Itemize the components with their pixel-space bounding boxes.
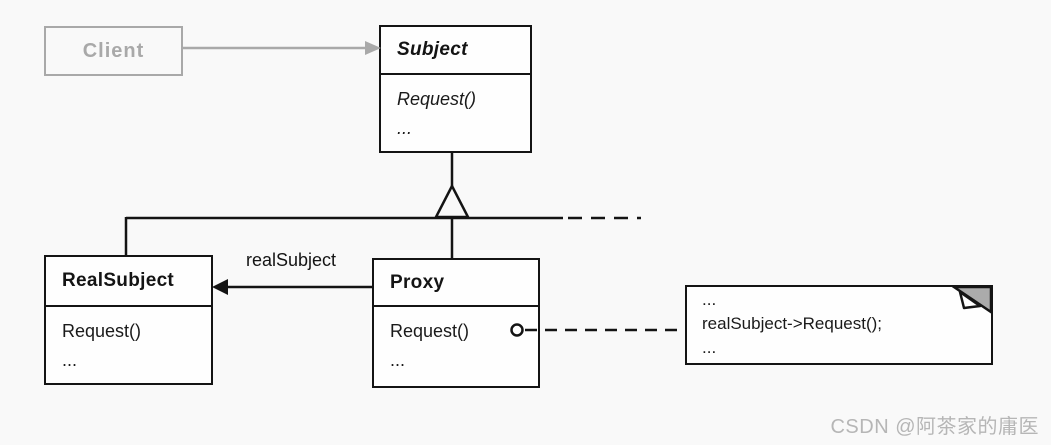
subject-class-name: Subject bbox=[381, 27, 530, 75]
realsubject-class-name: RealSubject bbox=[46, 257, 211, 307]
proxy-class-name: Proxy bbox=[374, 260, 538, 307]
client-class-name: Client bbox=[82, 39, 145, 62]
class-box-subject: Subject Request() ... bbox=[379, 25, 532, 153]
note-line: realSubject->Request(); bbox=[702, 314, 883, 333]
proxy-methods: Request() ... bbox=[374, 307, 538, 375]
realsubject-method: Request() bbox=[62, 321, 142, 341]
class-box-client: Client bbox=[44, 26, 183, 76]
association-label-realsubject: realSubject bbox=[246, 250, 337, 270]
note-text: ... realSubject->Request(); ... bbox=[687, 287, 991, 360]
note-line: ... bbox=[702, 338, 717, 357]
class-box-realsubject: RealSubject Request() ... bbox=[44, 255, 213, 385]
subject-method: ... bbox=[397, 118, 413, 138]
proxy-method: Request() bbox=[390, 321, 470, 341]
note-box: ... realSubject->Request(); ... bbox=[685, 285, 993, 365]
class-box-proxy: Proxy Request() ... bbox=[372, 258, 540, 388]
subject-methods: Request() ... bbox=[381, 75, 530, 143]
proxy-realsubject-arrowhead-icon bbox=[212, 279, 228, 295]
subject-method: Request() bbox=[397, 89, 477, 109]
note-line: ... bbox=[702, 290, 717, 309]
watermark: CSDN @阿茶家的庸医 bbox=[830, 416, 1039, 438]
realsubject-methods: Request() ... bbox=[46, 307, 211, 375]
note-fold-icon bbox=[951, 285, 993, 315]
note-fold-curl bbox=[958, 290, 982, 310]
inheritance-triangle-icon bbox=[433, 183, 471, 219]
realsubject-method: ... bbox=[62, 350, 78, 370]
proxy-method: ... bbox=[390, 350, 406, 370]
